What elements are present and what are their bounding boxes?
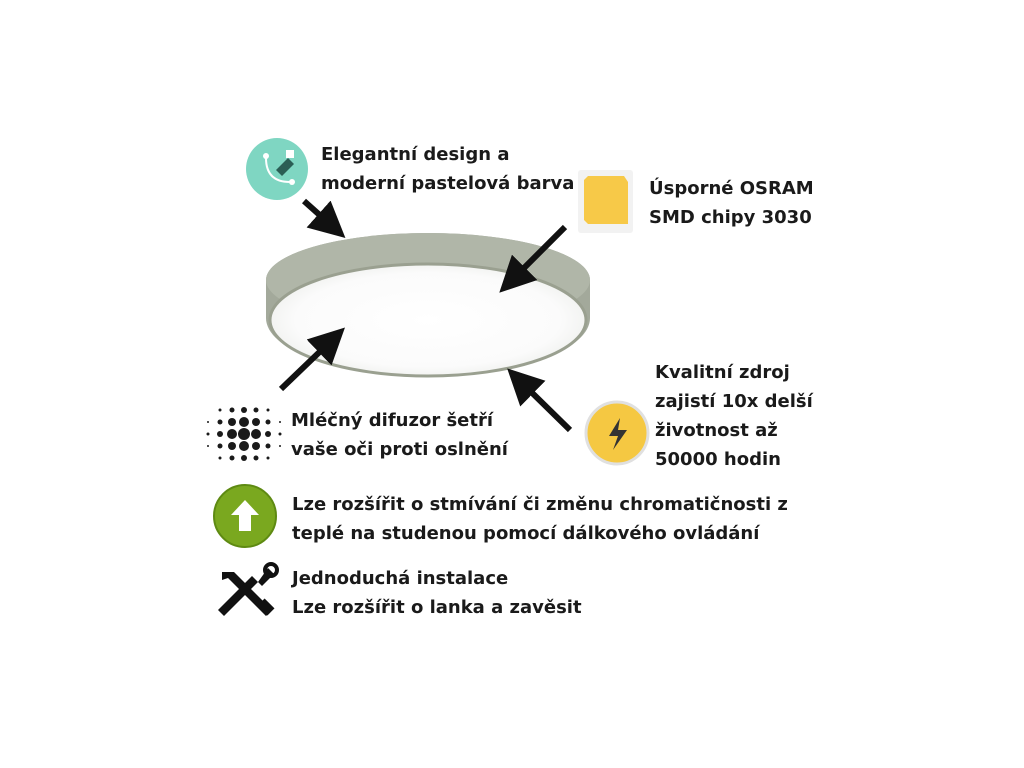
feature-chips-line-1: Úsporné OSRAM [649, 178, 814, 199]
feature-install-line-2: Lze rozšířit o lanka a zavěsit [292, 597, 582, 618]
lightning-icon [584, 400, 650, 466]
feature-design-text: Elegantní design a moderní pastelová bar… [321, 140, 574, 198]
feature-design-line-2: moderní pastelová barva [321, 173, 575, 194]
arrow-power [507, 368, 573, 433]
design-pen-icon [246, 138, 308, 200]
feature-upgrade-line-1: Lze rozšířit o stmívání či změnu chromat… [292, 494, 788, 515]
feature-power-line-1: Kvalitní zdroj [655, 362, 790, 383]
feature-power-line-2: zajistí 10x delší [655, 391, 813, 412]
feature-power-line-4: 50000 hodin [655, 449, 781, 470]
feature-install-line-1: Jednoduchá instalace [292, 568, 509, 589]
feature-power-line-3: životnost až [655, 420, 778, 441]
feature-diffuser-line-1: Mléčný difuzor šetří [291, 410, 494, 431]
feature-diffuser-line-2: vaše oči proti oslnění [291, 439, 508, 460]
arrow-diffuser [278, 327, 345, 392]
feature-upgrade-text: Lze rozšířit o stmívání či změnu chromat… [292, 490, 788, 548]
arrow-chips [499, 224, 568, 293]
feature-diffuser-text: Mléčný difuzor šetří vaše oči proti osln… [291, 406, 508, 464]
led-chip-icon [578, 170, 633, 233]
feature-install-text: Jednoduchá instalace Lze rozšířit o lank… [292, 564, 582, 622]
feature-power-text: Kvalitní zdroj zajistí 10x delší životno… [655, 358, 813, 474]
feature-chips-line-2: SMD chipy 3030 [649, 207, 812, 228]
feature-design-line-1: Elegantní design a [321, 144, 510, 165]
up-arrow-icon [213, 484, 277, 548]
wrench-screwdriver-icon [218, 562, 279, 616]
dots-halftone-icon [206, 407, 282, 461]
pointer-arrows [278, 198, 573, 433]
feature-upgrade-line-2: teplé na studenou pomocí dálkového ovlád… [292, 523, 760, 544]
feature-chips-text: Úsporné OSRAM SMD chipy 3030 [649, 174, 814, 232]
arrow-design [302, 198, 346, 238]
